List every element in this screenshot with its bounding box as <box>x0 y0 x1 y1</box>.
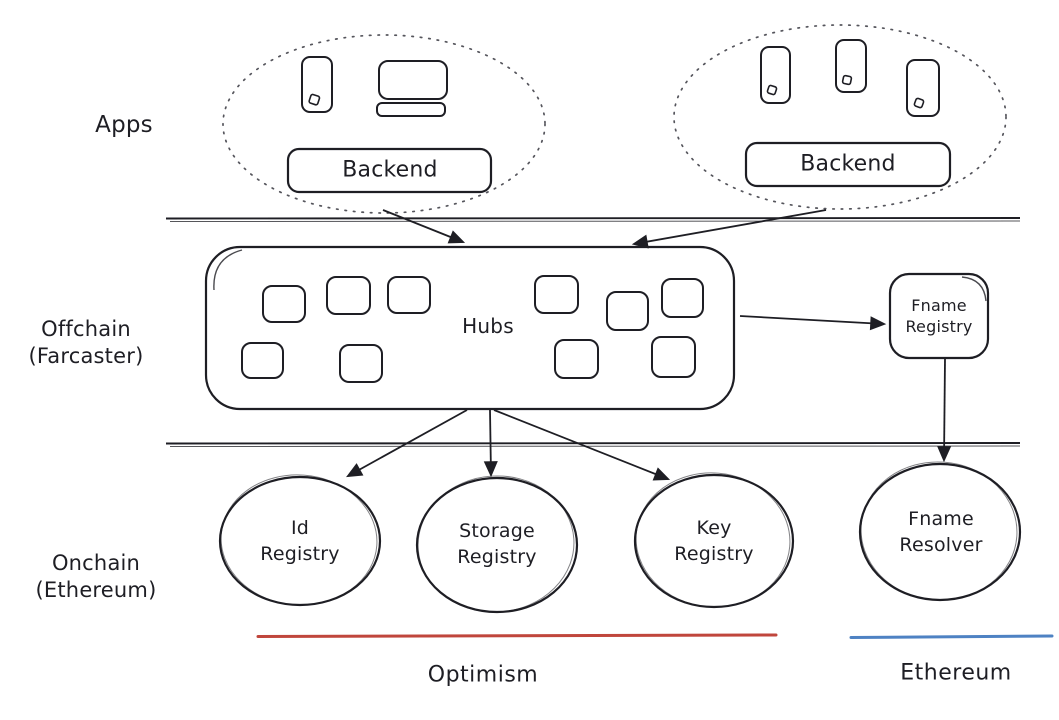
hub-node <box>652 337 695 377</box>
id-registry-circle-echo <box>217 470 382 611</box>
arrow-hubs-to-id-registry <box>346 410 467 478</box>
phone-home-button-icon <box>842 75 851 84</box>
hub-node <box>662 279 703 317</box>
phone-home-button-icon <box>309 94 320 105</box>
fname-resolver-label: Fname Resolver <box>899 507 983 556</box>
arrow-backend-left-to-hubs <box>383 210 466 244</box>
apps-cluster-left-outline <box>223 35 545 213</box>
hub-node <box>242 343 283 378</box>
hubs-box-sketch-echo <box>214 250 242 290</box>
divider-offchain-onchain-echo <box>170 446 1020 447</box>
ethereum-underline <box>851 636 1052 638</box>
hub-node <box>535 276 578 313</box>
hubs-label: Hubs <box>462 314 514 338</box>
apps-cluster-right-outline <box>674 25 1006 209</box>
ethereum-chain-label: Ethereum <box>900 660 1012 686</box>
phone-home-button-icon <box>767 85 777 95</box>
fname-registry-box <box>890 274 988 358</box>
divider-offchain-onchain <box>166 443 1020 444</box>
backend-right-box <box>746 143 950 186</box>
hub-node <box>607 292 648 330</box>
arrow-hubs-to-fname-registry <box>740 316 887 331</box>
phone-icon <box>761 47 790 103</box>
arrow-hubs-to-storage-registry <box>483 410 498 478</box>
optimism-underline <box>258 635 776 637</box>
onchain-layer-label: Onchain (Ethereum) <box>35 551 157 602</box>
phone-icon <box>836 40 866 92</box>
laptop-base-icon <box>377 103 445 116</box>
hub-node <box>340 345 382 382</box>
backend-left-label: Backend <box>342 157 438 183</box>
fname-registry-sketch-echo <box>962 277 986 301</box>
divider-apps-offchain <box>166 218 1020 219</box>
hub-node <box>555 340 598 378</box>
hub-node <box>263 286 305 322</box>
divider-apps-offchain-echo <box>170 221 1020 222</box>
arrow-backend-right-to-hubs <box>631 210 826 249</box>
arrow-fname-registry-to-fname-resolver <box>937 359 952 463</box>
phone-home-button-icon <box>914 98 924 108</box>
apps-layer-label: Apps <box>95 112 153 139</box>
offchain-layer-label: Offchain (Farcaster) <box>28 317 144 368</box>
hub-node <box>388 277 430 313</box>
optimism-chain-label: Optimism <box>427 662 539 688</box>
key-registry-circle-echo <box>630 467 795 614</box>
hubs-box <box>206 247 734 409</box>
key-registry-label: Key Registry <box>674 516 754 565</box>
arrow-hubs-to-key-registry <box>494 410 671 481</box>
phone-icon <box>302 57 332 112</box>
phone-icon <box>907 60 939 116</box>
fname-registry-label: Fname Registry <box>905 295 973 336</box>
backend-right-label: Backend <box>800 151 896 177</box>
backend-left-box <box>288 149 491 192</box>
id-registry-label: Id Registry <box>260 516 340 565</box>
storage-registry-label: Storage Registry <box>457 519 537 568</box>
hub-node <box>327 277 370 314</box>
laptop-screen-icon <box>379 61 447 99</box>
